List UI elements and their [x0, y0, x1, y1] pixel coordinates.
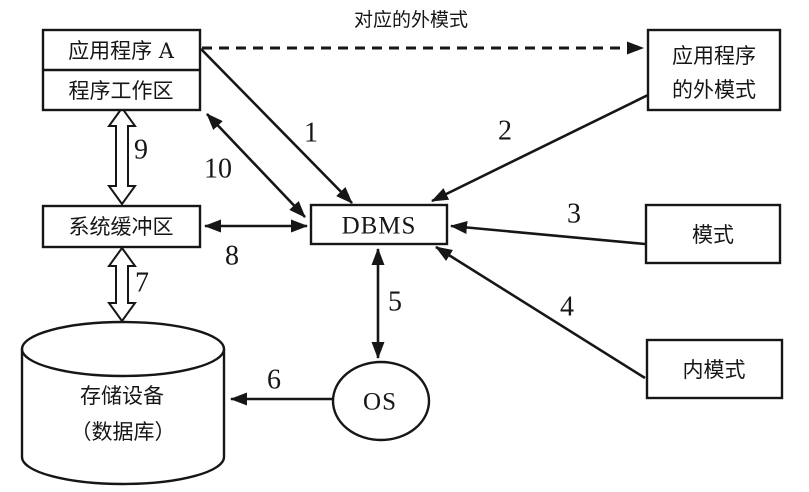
outer-schema-box: [646, 28, 782, 112]
node-inner-schema: 内模式: [645, 338, 784, 400]
storage-label-line1: 存储设备: [80, 384, 164, 408]
inner-schema-label: 内模式: [683, 358, 746, 382]
node-os: OS: [331, 360, 431, 442]
dbms-box: [309, 203, 449, 246]
edge-7: [107, 246, 137, 323]
edge-10-label: 10: [204, 154, 232, 185]
node-app-outer-schema: 应用程序 的外模式: [646, 28, 782, 112]
system-buffer-label: 系统缓冲区: [69, 215, 174, 239]
system-buffer-box: [41, 204, 202, 249]
outer-schema-label-line2: 的外模式: [672, 78, 756, 102]
edge-10: [206, 113, 306, 218]
schema-box: [644, 203, 782, 265]
edge-1-label: 1: [304, 118, 318, 149]
node-application-a: 应用程序 A 程序工作区: [41, 28, 202, 112]
node-schema: 模式: [644, 203, 782, 265]
node-system-buffer: 系统缓冲区: [41, 204, 202, 249]
inner-schema-box: [645, 338, 784, 400]
edge-4-label: 4: [560, 292, 574, 323]
edge-9-label: 9: [134, 135, 148, 166]
edge-2: [431, 93, 649, 203]
os-circle: [331, 360, 431, 442]
application-a-label: 应用程序 A: [68, 39, 175, 63]
edge-8-label: 8: [225, 241, 239, 272]
node-dbms: DBMS: [309, 203, 449, 246]
dbms-label: DBMS: [342, 213, 417, 240]
dashed-edge-label: 对应的外模式: [354, 9, 468, 31]
program-work-area-label: 程序工作区: [69, 79, 174, 103]
outer-schema-label-line1: 应用程序: [672, 44, 756, 68]
edge-7-label: 7: [135, 268, 149, 299]
edge-2-label: 2: [498, 116, 512, 147]
schema-label: 模式: [692, 223, 734, 247]
storage-cylinder-top: [20, 320, 226, 378]
storage-label-line2: （数据库）: [71, 420, 176, 444]
edge-6-label: 6: [267, 365, 281, 396]
os-label: OS: [363, 389, 397, 416]
edge-9: [107, 106, 137, 206]
edge-5-label: 5: [388, 287, 402, 318]
node-storage-device: 存储设备 （数据库）: [20, 320, 226, 486]
edge-4: [435, 245, 646, 380]
edge-3-label: 3: [567, 199, 581, 230]
storage-cylinder-body: [20, 349, 226, 486]
edge-3: [450, 221, 646, 246]
